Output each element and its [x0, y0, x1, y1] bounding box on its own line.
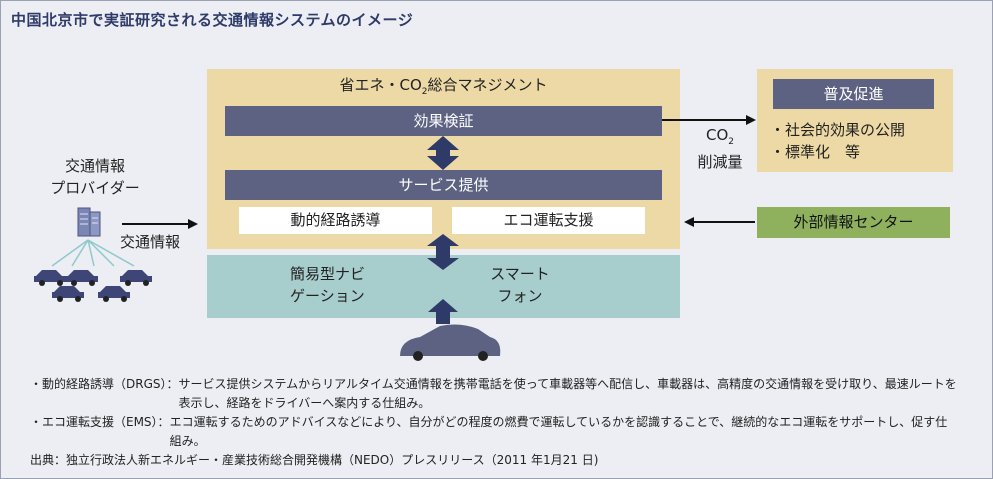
smartphone-label: スマート フォン [490, 265, 550, 305]
ems-title-prefix: 省エネ・CO [339, 76, 422, 94]
double-arrow-icon-upper [427, 136, 459, 170]
co2-line1: CO2 [705, 126, 734, 147]
car-icon [120, 270, 152, 286]
traffic-info-provider-label: 交通情報 プロバイダー [30, 155, 160, 199]
car-icon [34, 270, 66, 286]
drgs-box: 動的経路誘導 [239, 207, 432, 234]
up-arrow-icon [428, 299, 458, 324]
note-body: エコ運転するためのアドバイスなどにより、自分がどの程度の燃費で運転しているかを認… [169, 415, 948, 448]
service-provision-bar: サービス提供 [225, 170, 662, 200]
note-body: サービス提供システムからリアルタイム交通情報を携帯電話を使って車載器等へ配信し、… [178, 377, 957, 410]
figure-title: 中国北京市で実証研究される交通情報システムのイメージ [11, 11, 414, 29]
vehicle-icon [400, 324, 501, 361]
right-arrow-to-promotion-icon [662, 115, 756, 125]
note-row: ・エコ運転支援（EMS）： エコ運転するためのアドバイスなどにより、自分がどの程… [30, 413, 959, 451]
promotion-list: ・社会的効果の公開 ・標準化 等 [770, 119, 905, 163]
ems-title-suffix: 総合マネジメント [427, 76, 548, 94]
effect-verification-bar: 効果検証 [225, 106, 662, 136]
car-icon [66, 270, 98, 286]
external-info-center-box: 外部情報センター [757, 207, 950, 238]
right-arrow-traffic-info-icon [122, 219, 198, 229]
signal-lines [51, 239, 135, 267]
source-line: 出典：独立行政法人新エネルギー・産業技術総合開発機構（NEDO）プレスリリース（… [30, 453, 599, 467]
ems-title: 省エネ・CO2総合マネジメント [207, 74, 680, 97]
notes-section: ・動的経路誘導（DRGS）： サービス提供システムからリアルタイム交通情報を携帯… [30, 375, 959, 470]
promotion-item: ・社会的効果の公開 [770, 121, 906, 139]
double-arrow-icon-lower [427, 234, 459, 270]
co2-reduction-label: CO2 削減量 [690, 125, 750, 172]
car-icon [52, 286, 84, 302]
car-icon [98, 286, 130, 302]
note-row: ・動的経路誘導（DRGS）： サービス提供システムからリアルタイム交通情報を携帯… [30, 375, 959, 413]
car-icon-group [34, 270, 152, 302]
left-arrow-from-external-icon [684, 217, 755, 227]
promotion-title: 普及促進 [773, 79, 934, 109]
co2-line2: 削減量 [697, 153, 743, 171]
eco-drive-box: エコ運転支援 [452, 207, 645, 234]
promotion-item: ・標準化 等 [770, 143, 861, 161]
provider-line1: 交通情報 [64, 157, 125, 175]
note-head: ・動的経路誘導（DRGS）： [30, 377, 179, 391]
server-icon [77, 207, 101, 237]
traffic-info-label: 交通情報 [120, 233, 181, 251]
provider-line2: プロバイダー [50, 179, 140, 197]
note-head: ・エコ運転支援（EMS）： [30, 415, 170, 429]
simple-navigation-label: 簡易型ナビ ゲーション [290, 265, 366, 305]
ems-title-sub: 2 [421, 87, 428, 97]
